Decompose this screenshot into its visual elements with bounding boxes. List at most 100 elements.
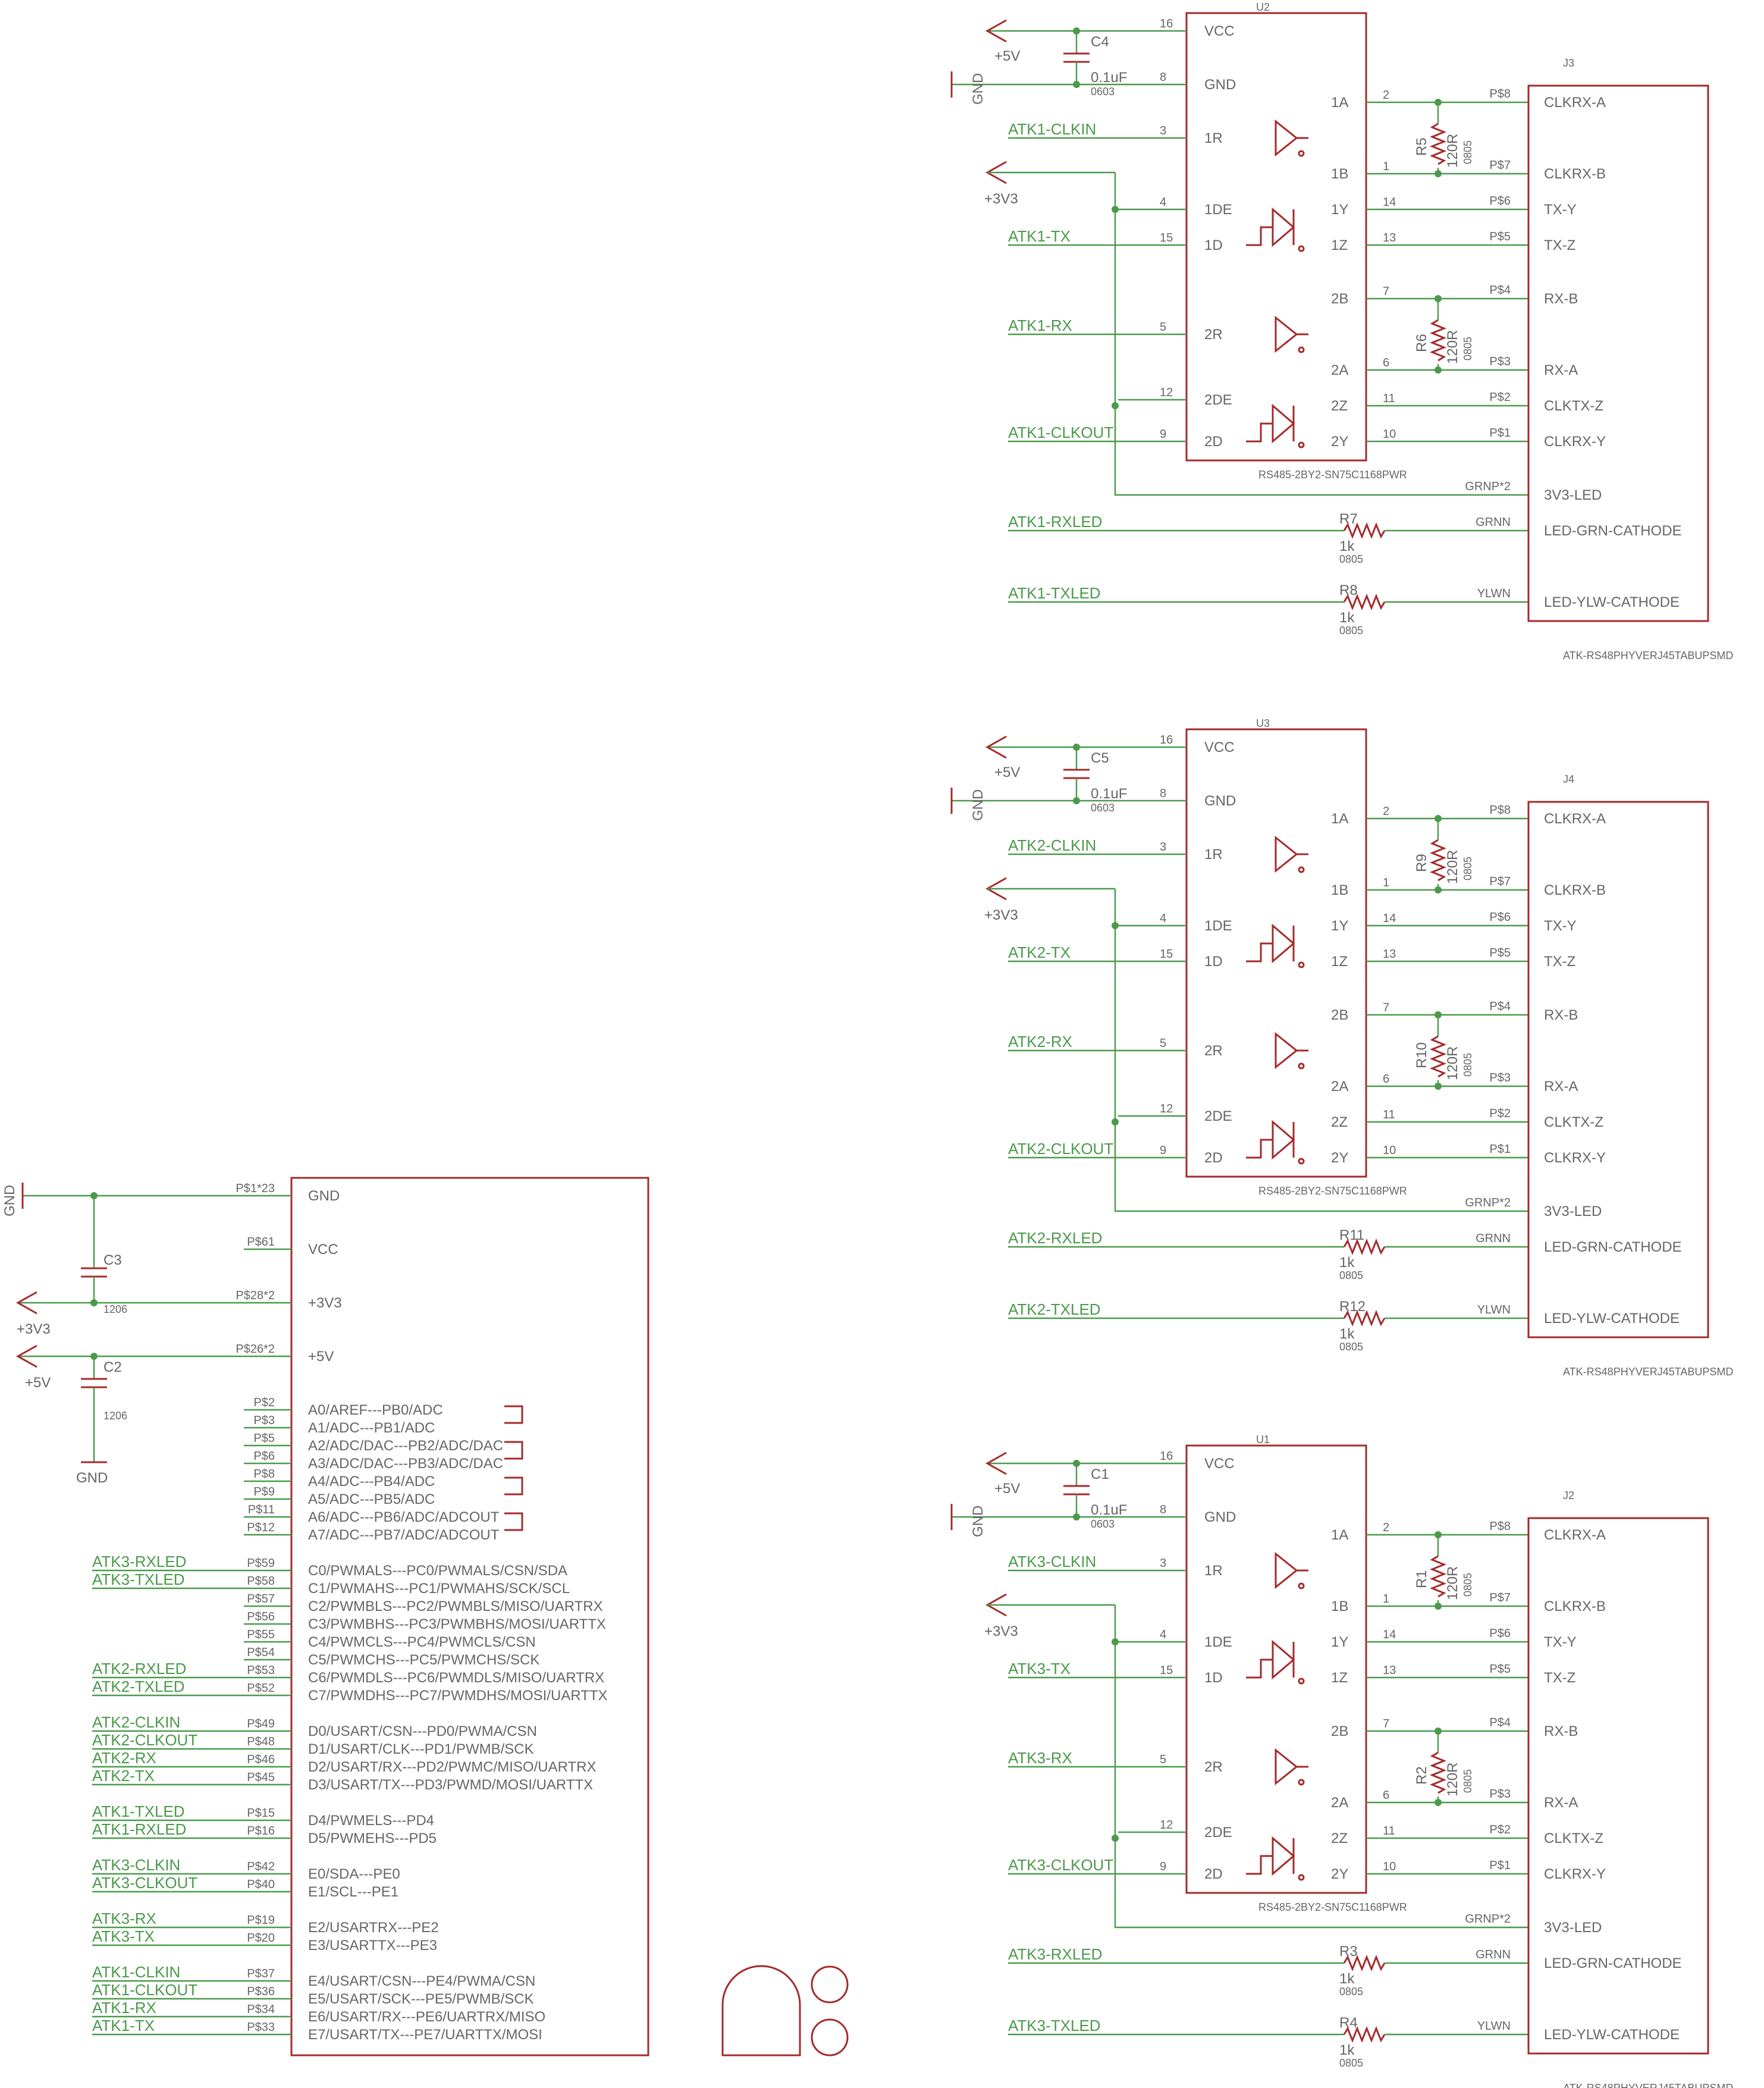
connector-pad: GRNN	[1476, 1232, 1511, 1245]
mcu-pin-name: C7/PWMDHS---PC7/PWMDHS/MOSI/UARTTX	[308, 1688, 608, 1704]
resistor-pkg: 0805	[1339, 1986, 1363, 1998]
resistor-ref: R9	[1414, 854, 1430, 872]
chip-pin-name: 2Z	[1331, 1830, 1348, 1846]
chip-pin-number: 9	[1160, 1860, 1166, 1873]
cap-value: 0.1uF	[1091, 1502, 1127, 1518]
chip-pin-number: 10	[1383, 1144, 1396, 1157]
chip-pin-number: 5	[1160, 321, 1166, 334]
chip-pin-number: 5	[1160, 1037, 1166, 1050]
mcu-pin-name: +5V	[308, 1349, 334, 1365]
resistor-ref: R6	[1414, 334, 1430, 352]
connector-pad: GRNP*2	[1465, 480, 1511, 493]
connector-ref: J3	[1563, 57, 1574, 69]
receiver-gate-icon	[1275, 315, 1308, 353]
connector-device: ATK-RS48PHYVERJ45TABUPSMD	[1563, 1366, 1733, 1378]
gnd-label: GND	[970, 789, 986, 821]
resistor-pkg: 0805	[1462, 337, 1474, 360]
resistor-ref: R2	[1414, 1766, 1430, 1785]
connector-pin-name: TX-Z	[1544, 954, 1575, 970]
resistor-value: 120R	[1445, 1763, 1461, 1797]
p5v-label: +5V	[994, 48, 1020, 64]
p5v-label: +5V	[994, 1481, 1020, 1497]
mcu-pad: P$33	[247, 2021, 275, 2034]
chip-pin-name: 2Z	[1331, 1114, 1348, 1130]
mcu-pin-name: D3/USART/TX---PD3/PWMD/MOSI/UARTTX	[308, 1777, 593, 1793]
chip-pin-number: 1	[1383, 1592, 1389, 1606]
mcu-pin-name: A3/ADC/DAC---PB3/ADC/DAC	[308, 1456, 503, 1472]
connector-pad: GRNP*2	[1465, 1196, 1511, 1209]
mcu-pin-name: E7/USART/TX---PE7/UARTTX/MOSI	[308, 2027, 542, 2043]
receiver-gate-icon	[1275, 1032, 1308, 1070]
resistor-pkg: 0805	[1462, 1053, 1474, 1077]
chip-pin-name: VCC	[1204, 23, 1235, 39]
chip-pin-number: 3	[1160, 124, 1166, 137]
mcu-pad: P$55	[247, 1628, 275, 1641]
c3-pkg: 1206	[103, 1303, 127, 1315]
cap-ref: C1	[1091, 1466, 1109, 1482]
p5v-rail-label: +5V	[25, 1375, 51, 1391]
p3v3-rail-label: +3V3	[17, 1321, 51, 1337]
chip-pin-name: 2DE	[1204, 392, 1232, 408]
mcu-pin-name: D0/USART/CSN---PD0/PWMA/CSN	[308, 1723, 537, 1739]
gnd-rail-label: GND	[2, 1185, 18, 1217]
connector-pin-name: LED-YLW-CATHODE	[1544, 1311, 1680, 1327]
chip-pin-number: 6	[1383, 1073, 1389, 1086]
chip-pin-name: 1Y	[1331, 202, 1348, 218]
net-label-clkin: ATK2-CLKIN	[1008, 836, 1096, 854]
chip-pin-name: GND	[1204, 793, 1236, 809]
connector-pin-name: CLKRX-B	[1544, 882, 1606, 898]
mcu-pin-name: A6/ADC---PB6/ADC/ADCOUT	[308, 1509, 500, 1525]
mcu-pad: P$46	[247, 1753, 275, 1766]
resistor-ref: R5	[1414, 137, 1430, 156]
connector-pad: P$8	[1489, 87, 1511, 101]
driver-gate-dot	[1298, 1874, 1305, 1881]
mcu-pad: P$3	[253, 1414, 275, 1427]
mcu-pin-name: +3V3	[308, 1295, 342, 1311]
chip-pin-name: 1R	[1204, 130, 1223, 146]
connector-pin-name: CLKRX-Y	[1544, 434, 1606, 450]
mcu-pin-name: A2/ADC/DAC---PB2/ADC/DAC	[308, 1438, 503, 1454]
mcu-body	[290, 1177, 649, 2056]
chip-pin-name: 2D	[1204, 1150, 1223, 1166]
chip-pin-number: 13	[1383, 1664, 1396, 1677]
chip-pin-name: 2D	[1204, 434, 1223, 450]
mcu-pad: P$56	[247, 1610, 275, 1623]
junction-dot	[1112, 1638, 1119, 1645]
net-label-clkin: ATK3-CLKIN	[1008, 1553, 1096, 1570]
mcu-pin-name: E1/SCL---PE1	[308, 1884, 398, 1900]
chip-pin-number: 16	[1160, 17, 1173, 30]
junction-dot	[1112, 1835, 1119, 1842]
chip-pin-number: 15	[1160, 948, 1173, 961]
mcu-pad: P$19	[247, 1914, 275, 1927]
mcu-pad: P$48	[247, 1735, 275, 1748]
chip-pin-name: 2R	[1204, 1043, 1223, 1059]
mcu-pad: P$61	[247, 1236, 275, 1249]
chip-pin-name: 2A	[1331, 362, 1348, 378]
chip-pin-name: 2B	[1331, 1723, 1348, 1739]
connector-device: ATK-RS48PHYVERJ45TABUPSMD	[1563, 650, 1733, 661]
chip-pin-number: 7	[1383, 285, 1389, 298]
connector-pin-name: RX-B	[1544, 1723, 1578, 1739]
connector-pin-name: CLKRX-A	[1544, 811, 1606, 827]
mcu-pad: P$59	[247, 1557, 275, 1570]
receiver-gate-dot	[1298, 1779, 1305, 1786]
resistor-value: 1k	[1339, 1255, 1355, 1271]
chip-pin-number: 2	[1383, 1521, 1389, 1534]
cap-pkg: 0603	[1091, 86, 1115, 98]
chip-pin-name: 2R	[1204, 1759, 1223, 1775]
chip-pin-number: 14	[1383, 1628, 1396, 1641]
gnd-label: GND	[970, 73, 986, 105]
connector-pad: P$3	[1489, 1788, 1511, 1801]
cap-ref: C4	[1091, 34, 1109, 50]
connector-body	[1527, 801, 1709, 1338]
mcu-net-label: ATK3-RXLED	[92, 1553, 186, 1570]
connector-pad: P$8	[1489, 1520, 1511, 1533]
resistor-value: 1k	[1339, 1971, 1355, 1987]
resistor-pkg: 0805	[1339, 1269, 1363, 1281]
resistor-icon	[1343, 1238, 1386, 1256]
resistor-pkg: 0805	[1462, 140, 1474, 164]
resistor-icon	[1429, 1035, 1447, 1078]
chip-pin-name: 2D	[1204, 1866, 1223, 1882]
mcu-pin-name: A5/ADC---PB5/ADC	[308, 1491, 435, 1507]
connector-device: ATK-RS48PHYVERJ45TABUPSMD	[1563, 2082, 1733, 2088]
